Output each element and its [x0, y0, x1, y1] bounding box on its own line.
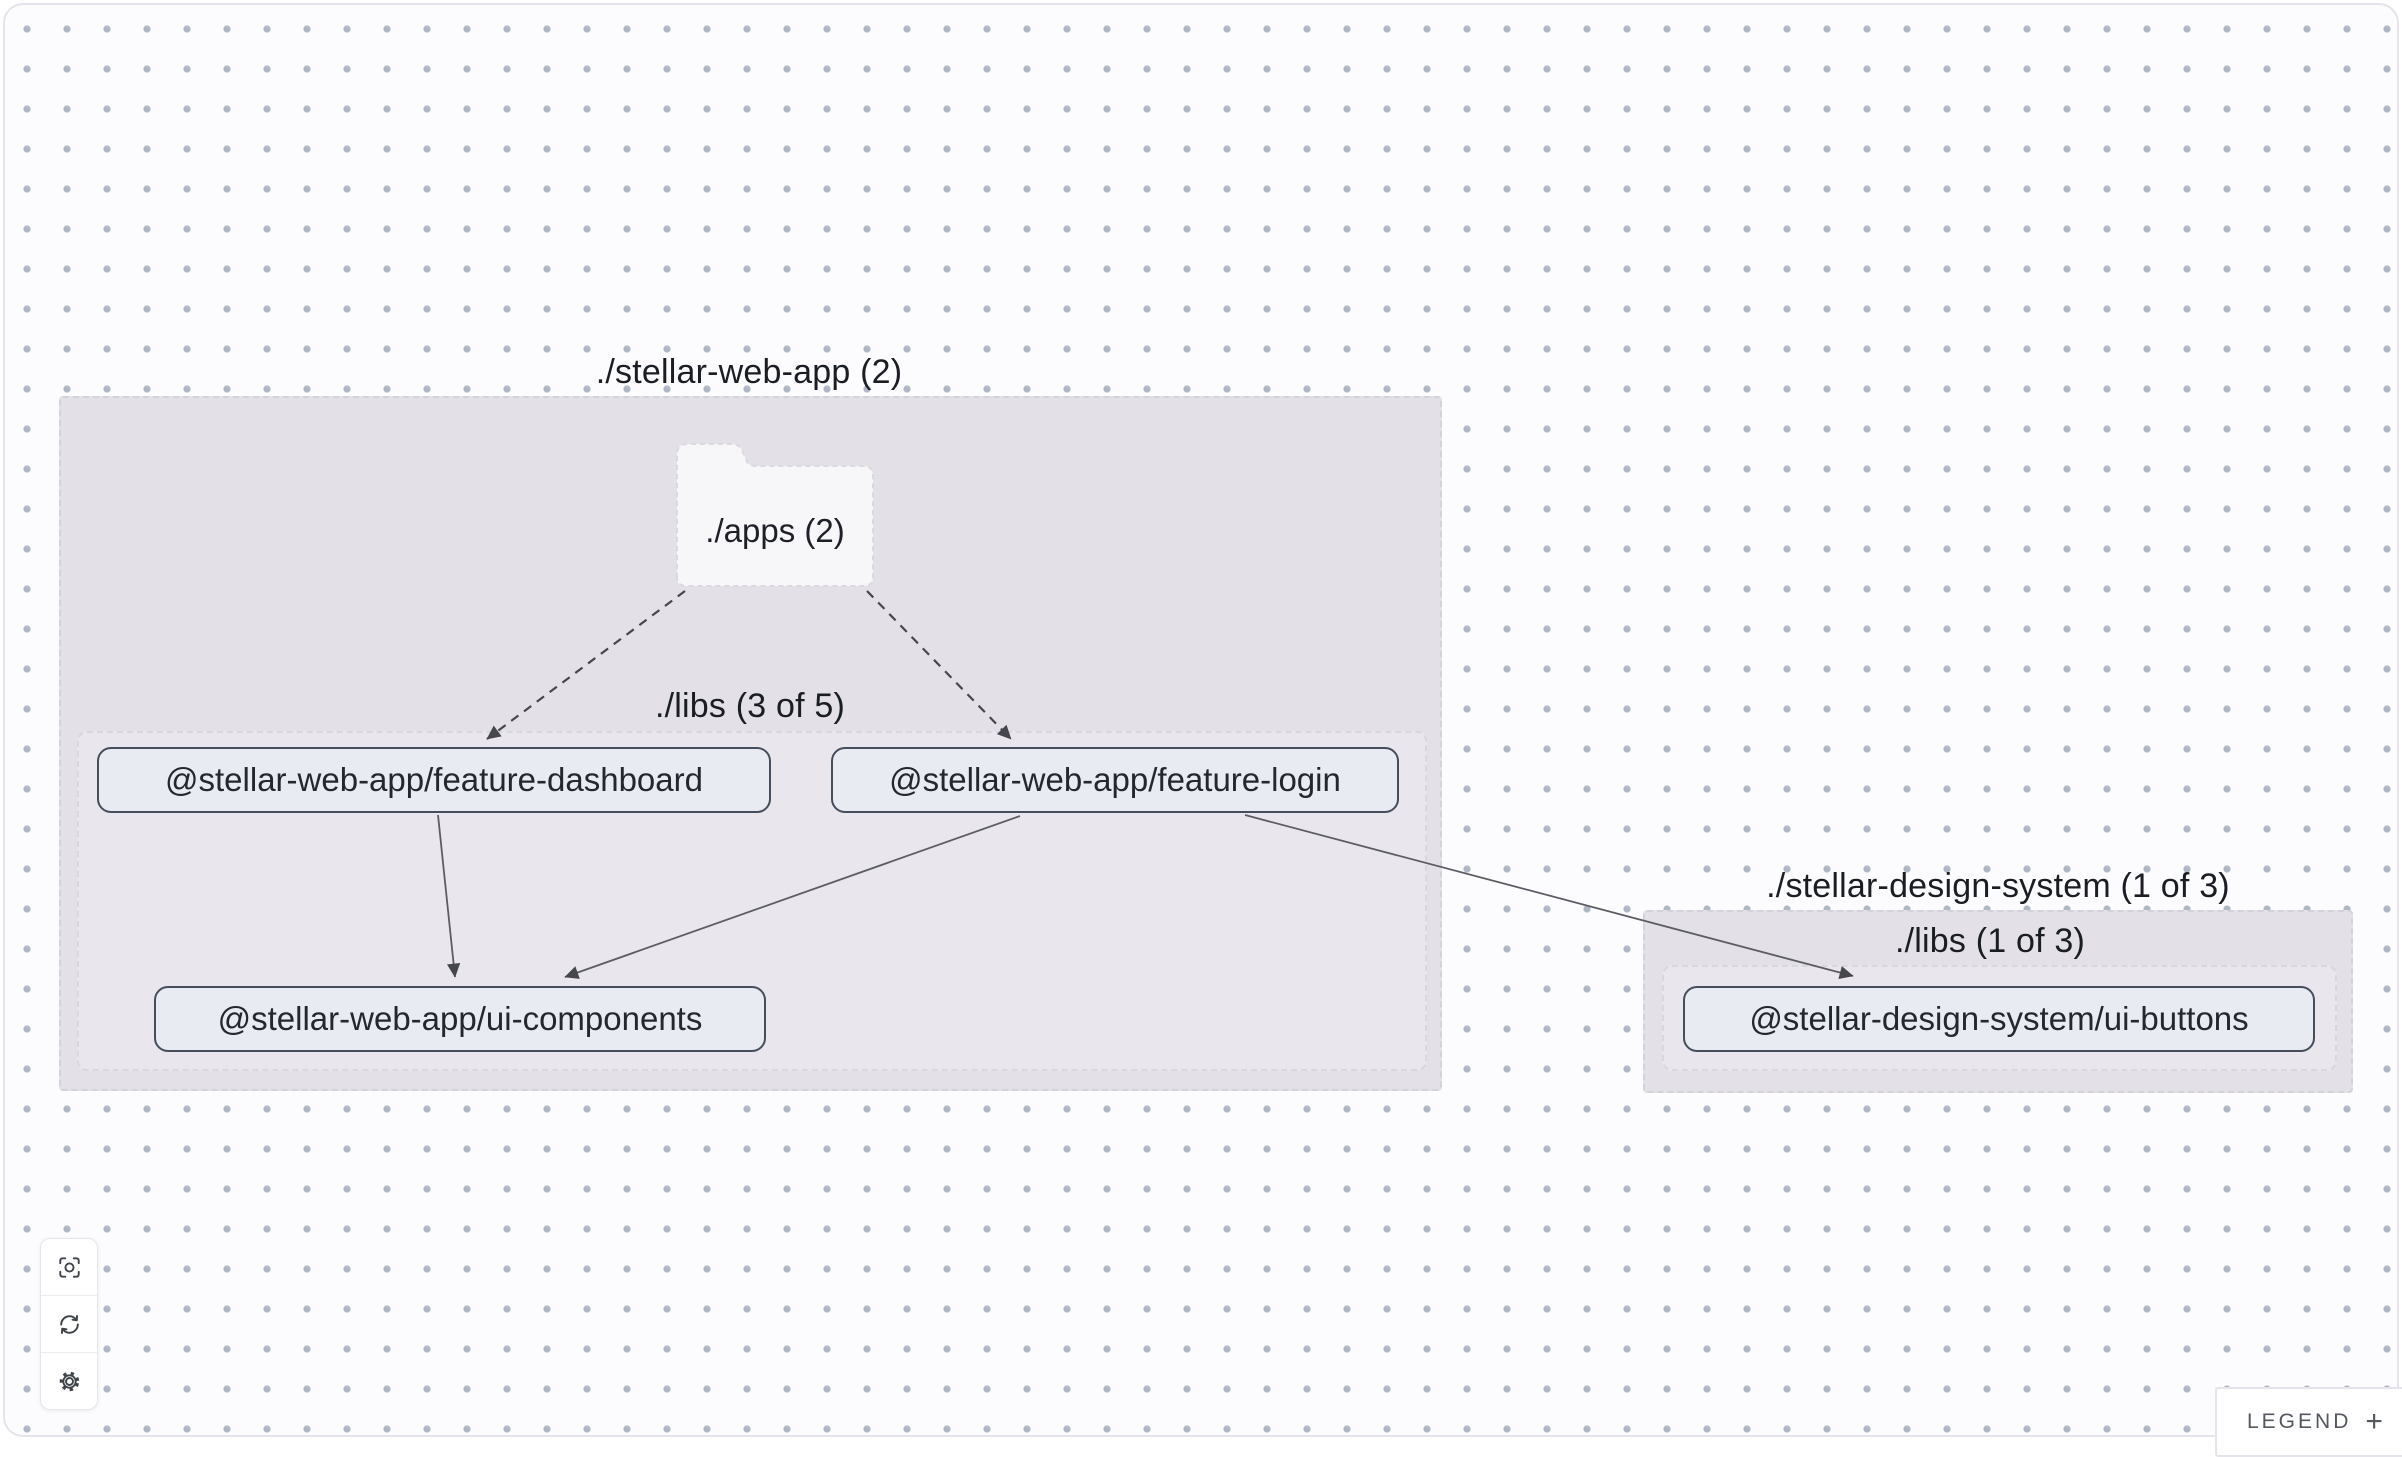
subgroup-label-libs-web-app: ./libs (3 of 5) [654, 687, 846, 725]
group-label-stellar-design-system: ./stellar-design-system (1 of 3) [1766, 867, 2230, 905]
node-feature-login[interactable]: @stellar-web-app/feature-login [831, 747, 1399, 813]
node-feature-dashboard[interactable]: @stellar-web-app/feature-dashboard [97, 747, 771, 813]
node-ui-components[interactable]: @stellar-web-app/ui-components [154, 986, 766, 1052]
graph-canvas[interactable]: ./stellar-web-app (2) ./libs (3 of 5) ./… [3, 3, 2402, 1457]
center-graph-button[interactable] [41, 1239, 97, 1295]
refresh-graph-button[interactable] [41, 1295, 97, 1352]
focus-icon [58, 1256, 80, 1278]
graph-toolbar [40, 1238, 98, 1410]
subgroup-label-libs-design-system: ./libs (1 of 3) [1894, 922, 2086, 960]
legend-label: LEGEND [2247, 1410, 2352, 1433]
settings-icon [59, 1371, 79, 1391]
folder-icon [676, 443, 874, 587]
legend-expand-icon: + [2365, 1405, 2383, 1438]
folder-node-apps[interactable]: ./apps (2) [675, 442, 875, 588]
node-ui-buttons[interactable]: @stellar-design-system/ui-buttons [1683, 986, 2315, 1052]
graph-settings-button[interactable] [41, 1352, 97, 1409]
refresh-icon [59, 1314, 79, 1334]
legend-panel[interactable]: LEGEND + [2215, 1387, 2402, 1457]
group-label-stellar-web-app: ./stellar-web-app (2) [595, 353, 903, 391]
folder-node-label: ./apps (2) [705, 512, 845, 549]
